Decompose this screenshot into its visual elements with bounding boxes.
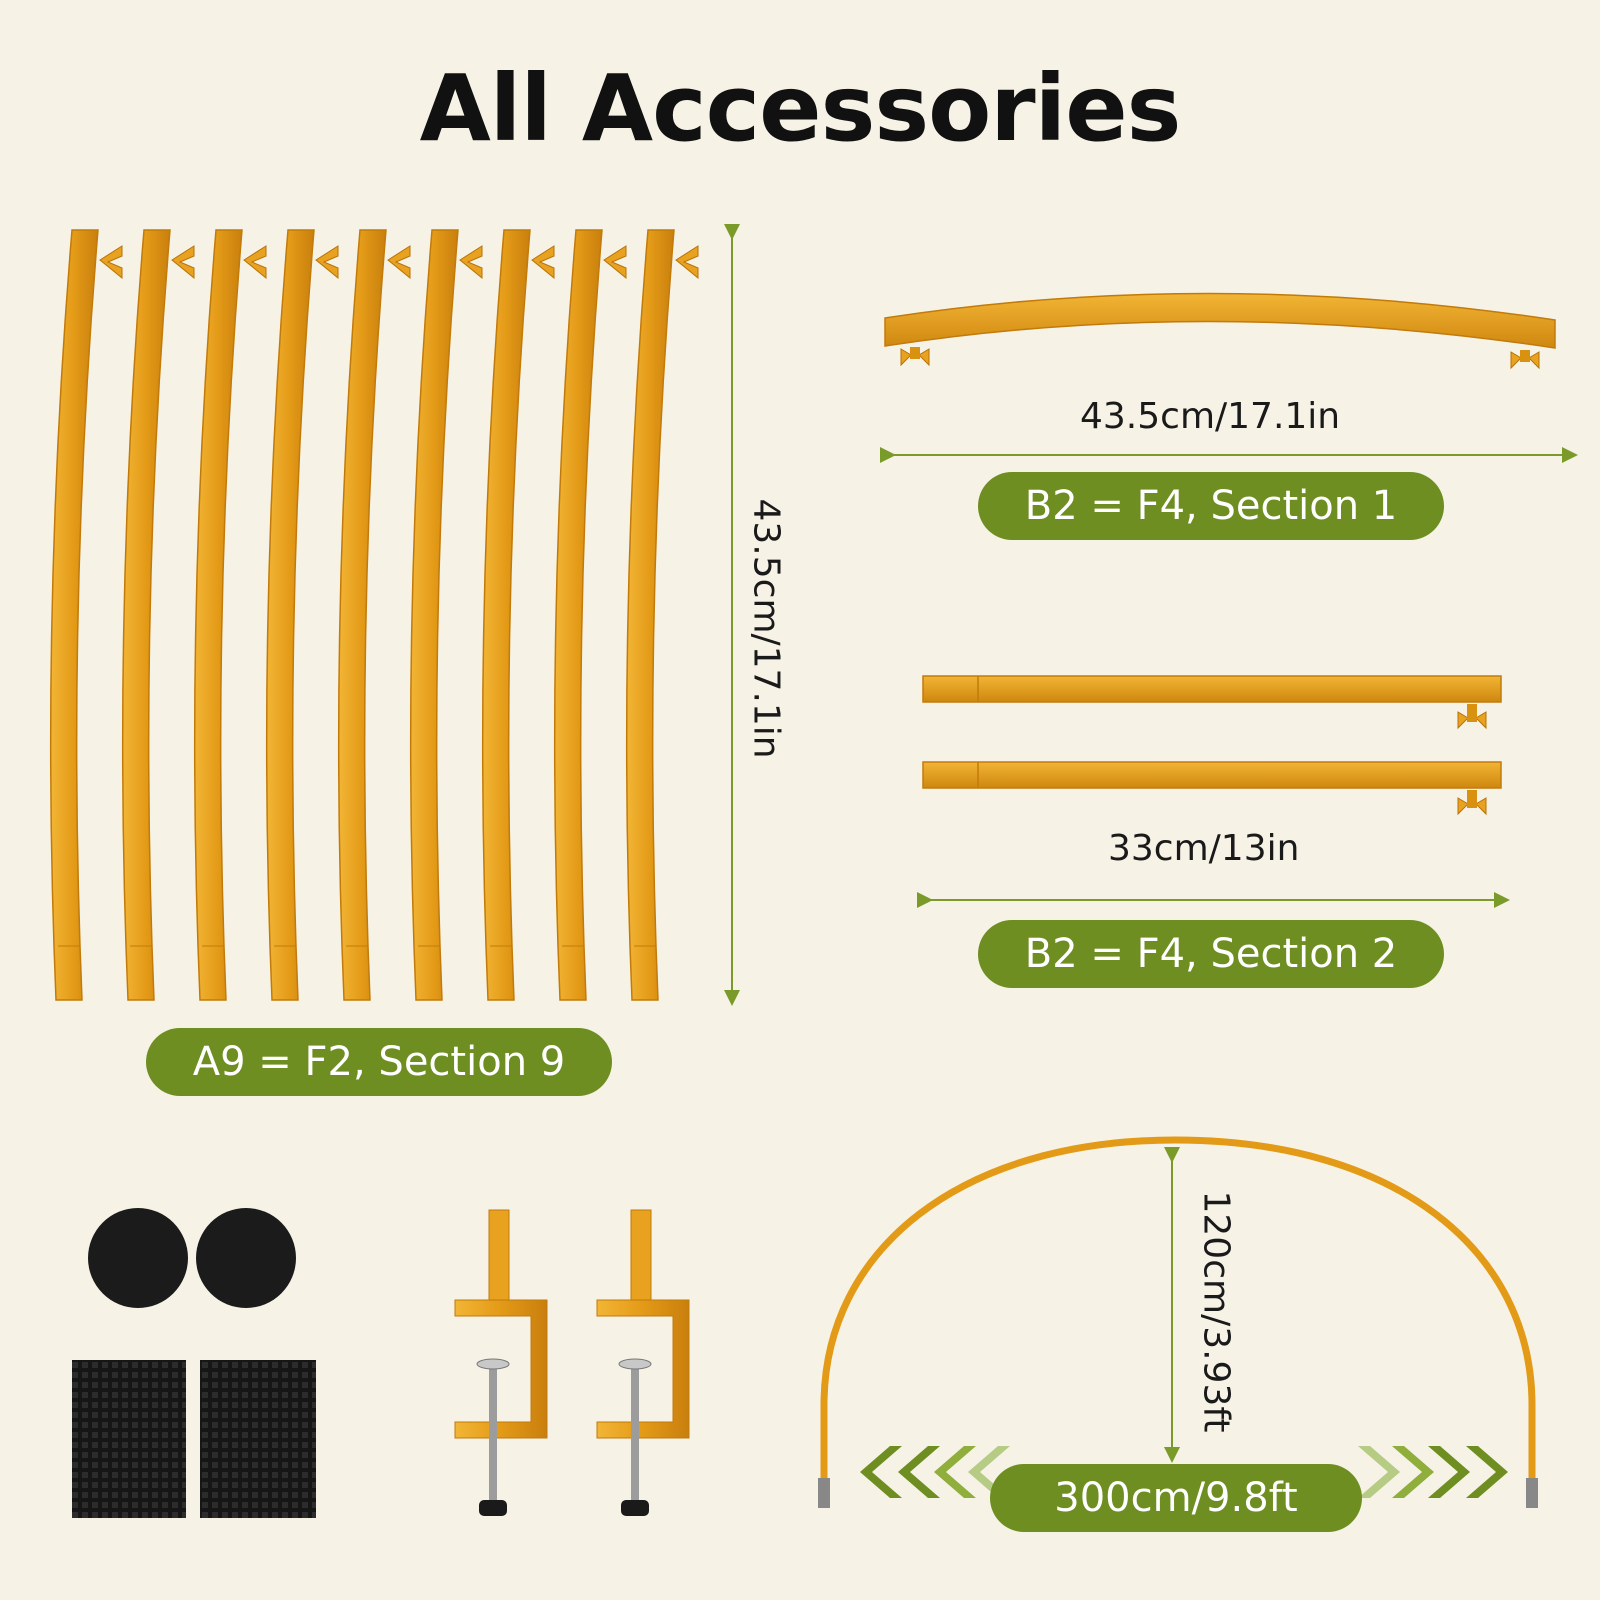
chevron-right-icon — [1358, 1446, 1508, 1498]
round-pad — [88, 1208, 188, 1308]
wing-nut-icon — [675, 245, 699, 280]
wing-nut-icon — [900, 347, 930, 367]
square-pad — [200, 1360, 316, 1518]
wing-nut-icon — [531, 245, 555, 280]
square-pad — [72, 1360, 186, 1518]
section1-pole — [884, 292, 1556, 370]
arch-height-label: 120cm/3.93ft — [1195, 1190, 1237, 1433]
wing-nut-icon — [171, 245, 195, 280]
wing-nut-icon — [459, 245, 483, 280]
curved-pole — [337, 229, 411, 1001]
wing-nut-icon — [387, 245, 411, 280]
wing-nut-icon — [243, 245, 267, 280]
curved-pole — [193, 229, 267, 1001]
curved-pole — [121, 229, 195, 1001]
curved-poles-group — [49, 229, 699, 1001]
curved-pole — [553, 229, 627, 1001]
wing-nut-icon — [1457, 790, 1487, 816]
curved-pole — [481, 229, 555, 1001]
clamp-icon — [454, 1209, 548, 1516]
curved-pole — [49, 229, 123, 1001]
b2-section2-label: B2 = F4, Section 2 — [978, 920, 1444, 988]
wing-nut-icon — [603, 245, 627, 280]
chevron-left-icon — [860, 1446, 1010, 1498]
b1-length-label: 43.5cm/17.1in — [1080, 396, 1341, 437]
wing-nut-icon — [99, 245, 123, 280]
round-pad — [196, 1208, 296, 1308]
arch-width-label: 300cm/9.8ft — [990, 1464, 1362, 1532]
page-title: All Accessories — [419, 55, 1182, 162]
assembled-arch — [818, 1136, 1538, 1508]
wing-nut-icon — [1457, 704, 1487, 730]
curved-pole — [409, 229, 483, 1001]
b2-length-label: 33cm/13in — [1108, 828, 1300, 869]
curved-pole — [625, 229, 699, 1001]
b2-section1-label: B2 = F4, Section 1 — [978, 472, 1444, 540]
curved-pole — [265, 229, 339, 1001]
wing-nut-icon — [1510, 350, 1540, 370]
clamp-icon — [596, 1209, 690, 1516]
a-length-label: 43.5cm/17.1in — [745, 498, 787, 759]
a9-label: A9 = F2, Section 9 — [146, 1028, 612, 1096]
section2-poles — [922, 675, 1502, 816]
wing-nut-icon — [315, 245, 339, 280]
